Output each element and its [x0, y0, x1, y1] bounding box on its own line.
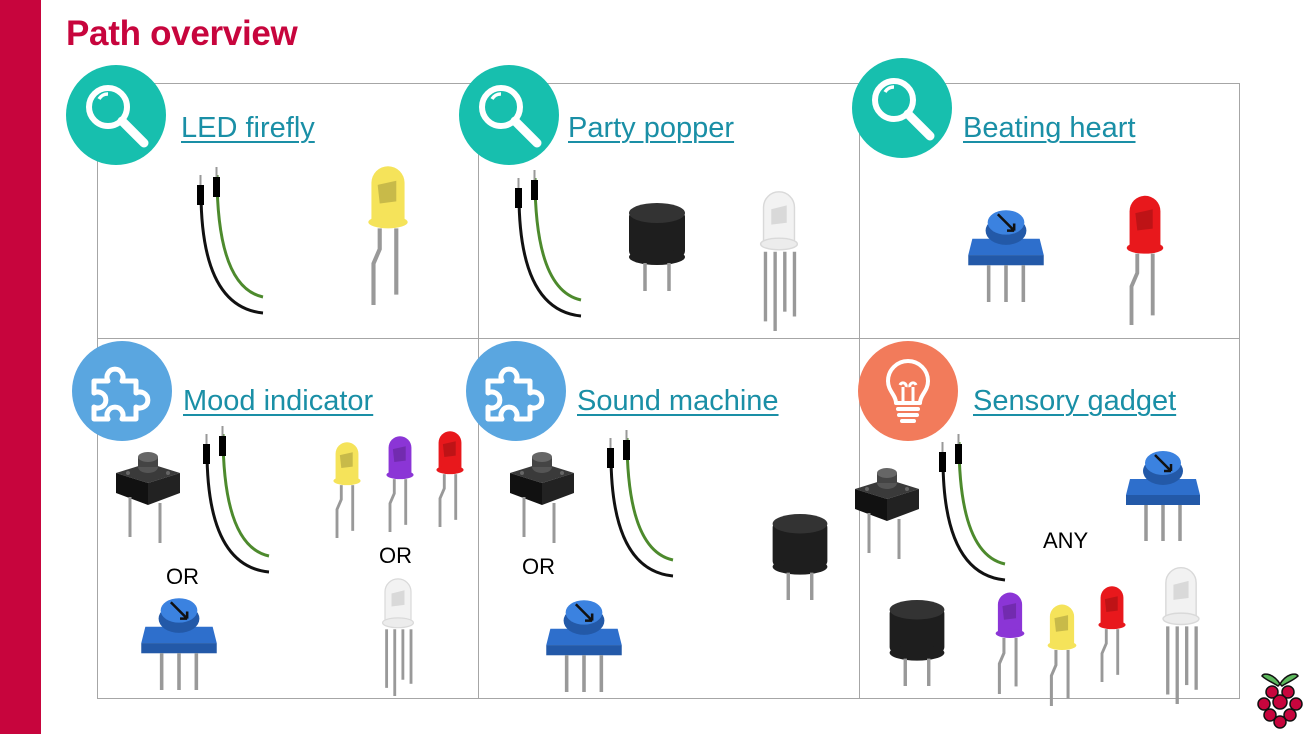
path-link-sound-machine[interactable]: Sound machine	[577, 385, 779, 417]
grid-divider	[98, 338, 1239, 339]
yellow-led-image	[330, 438, 364, 538]
any-label: ANY	[1043, 528, 1089, 553]
jumper-wires-image	[186, 426, 278, 576]
rgb-led-image	[1158, 562, 1204, 704]
jumper-wires-image	[922, 434, 1014, 584]
yellow-led-image	[366, 160, 410, 305]
buzzer-image	[627, 200, 687, 292]
path-link-party-popper[interactable]: Party popper	[568, 112, 735, 144]
potentiometer-image	[546, 590, 622, 692]
rgb-led-image	[756, 186, 802, 331]
lightbulb-icon	[858, 341, 958, 441]
buzzer-image	[770, 512, 830, 600]
jumper-wires-image	[180, 167, 272, 317]
path-link-sensory-gadget[interactable]: Sensory gadget	[973, 385, 1177, 417]
red-led-image	[1094, 582, 1130, 682]
potentiometer-image	[1126, 440, 1200, 542]
potentiometer-image	[968, 200, 1044, 302]
path-link-led-firefly[interactable]: LED firefly	[181, 112, 315, 144]
push-button-image	[116, 446, 180, 544]
yellow-led-image	[1043, 600, 1081, 706]
push-button-image	[510, 446, 574, 544]
jumper-wires-image	[498, 170, 590, 320]
magnifier-icon	[66, 65, 166, 165]
puzzle-icon	[466, 341, 566, 441]
path-link-beating-heart[interactable]: Beating heart	[963, 112, 1136, 144]
page-title: Path overview	[66, 14, 298, 53]
magnifier-icon	[459, 65, 559, 165]
jumper-wires-image	[590, 430, 682, 580]
purple-led-image	[383, 432, 417, 532]
puzzle-icon	[72, 341, 172, 441]
potentiometer-image	[141, 588, 217, 690]
buzzer-image	[887, 598, 947, 686]
or-label: OR	[379, 543, 412, 568]
path-link-mood-indicator[interactable]: Mood indicator	[183, 385, 374, 417]
or-label: OR	[522, 554, 555, 579]
red-led-image	[433, 427, 467, 527]
or-label: OR	[166, 564, 199, 589]
push-button-image	[855, 462, 919, 560]
magnifier-icon	[852, 58, 952, 158]
brand-sidebar	[0, 0, 41, 734]
rgb-led-image	[377, 574, 419, 696]
red-led-image	[1122, 190, 1168, 325]
purple-led-image	[991, 588, 1029, 694]
raspberry-pi-logo	[1257, 673, 1303, 729]
